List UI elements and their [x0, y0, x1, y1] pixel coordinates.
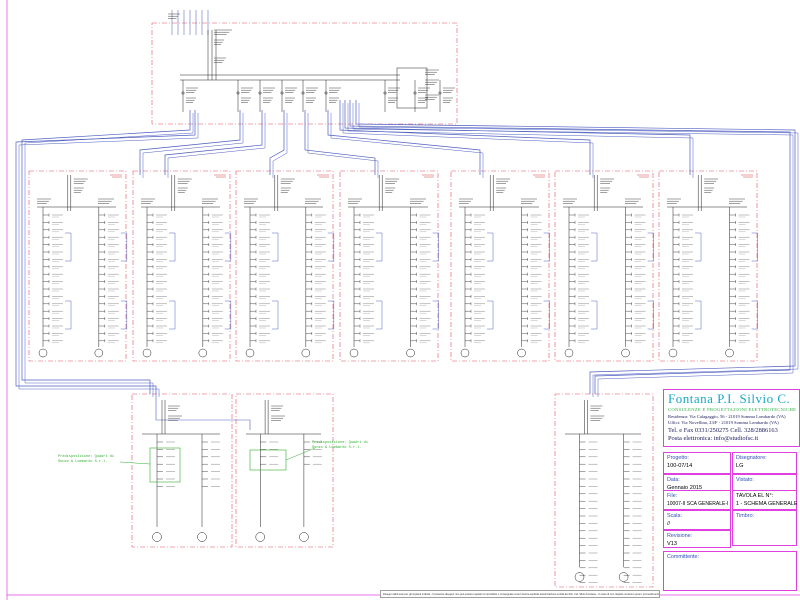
disegnatore-value: LG [736, 463, 744, 469]
committente-cell: Committente: [663, 551, 797, 591]
sub-panel-4 [339, 170, 439, 362]
sub-panel-5 [450, 170, 550, 362]
sub-panel-6 [554, 170, 654, 362]
firm-subtitle: CONSULENZE E PROGETTAZIONI ELETTROTECNIC… [668, 407, 797, 412]
firm-email: Posta elettronica: info@studiofsc.it [668, 435, 759, 442]
progetto-label: Progetto: [667, 455, 689, 461]
progetto-value: 100-07/14 [667, 463, 693, 469]
sub-panel-7 [658, 170, 758, 362]
panel-outlines [28, 22, 758, 588]
file-cell: File: 10007-II SCA GENERALE-I [663, 490, 731, 510]
tavola-label: TAVOLA EL N°: [736, 493, 774, 499]
circuit-wiring [37, 10, 753, 583]
lower-panel-3 [554, 393, 654, 588]
data-cell: Data: Gennaio 2015 [663, 474, 731, 494]
disegnatore-label: Disegnatore: [736, 455, 767, 461]
firm-name: Fontana P.I. Silvio C. [668, 391, 791, 406]
revisione-value: V13 [667, 541, 677, 547]
lower-panel-1 [131, 393, 233, 548]
file-value: 10007-II SCA GENERALE-I [667, 501, 729, 507]
scala-cell: Scala: // [663, 510, 731, 530]
timbro-label: Timbro: [736, 513, 755, 519]
disegnatore-cell: Disegnatore: LG [732, 452, 797, 474]
firm-phone: Tel. e Fax 0331/250275 Cell. 328/2886163 [668, 427, 778, 434]
annotation-boxes [119, 447, 316, 483]
scala-label: Scala: [667, 513, 682, 519]
footer-note: Disegni validi solo per gli impianti ind… [380, 590, 660, 598]
bus-lines [15, 100, 799, 430]
lower-panel-2 [235, 393, 334, 548]
tavola-value: 1 - SCHEMA GENERALE [736, 501, 798, 507]
data-value: Gennaio 2015 [667, 485, 703, 491]
vistato-label: Vistato: [736, 477, 754, 483]
timbro-cell: Timbro: [732, 510, 797, 546]
firm-address-office: Uffici: Via Novellina, 23/F - 21019 Somm… [668, 420, 779, 425]
sub-panel-1 [28, 170, 127, 362]
revisione-cell: Revisione: V13 [663, 530, 731, 548]
sub-panel-2 [132, 170, 231, 362]
scala-value: // [667, 521, 671, 527]
file-label: File: [667, 493, 678, 499]
data-label: Data: [667, 477, 680, 483]
main-panel [151, 22, 458, 125]
committente-label: Committente: [667, 554, 700, 560]
firm-address-residence: Residenza: Via Calagaggio, 56 - 21019 So… [668, 414, 786, 419]
progetto-cell: Progetto: 100-07/14 [663, 452, 731, 474]
firm-header: Fontana P.I. Silvio C. CONSULENZE E PROG… [663, 389, 800, 447]
tavola-cell: TAVOLA EL N°: 1 - SCHEMA GENERALE [732, 490, 797, 510]
revisione-label: Revisione: [667, 533, 693, 539]
sub-panel-3 [235, 170, 334, 362]
